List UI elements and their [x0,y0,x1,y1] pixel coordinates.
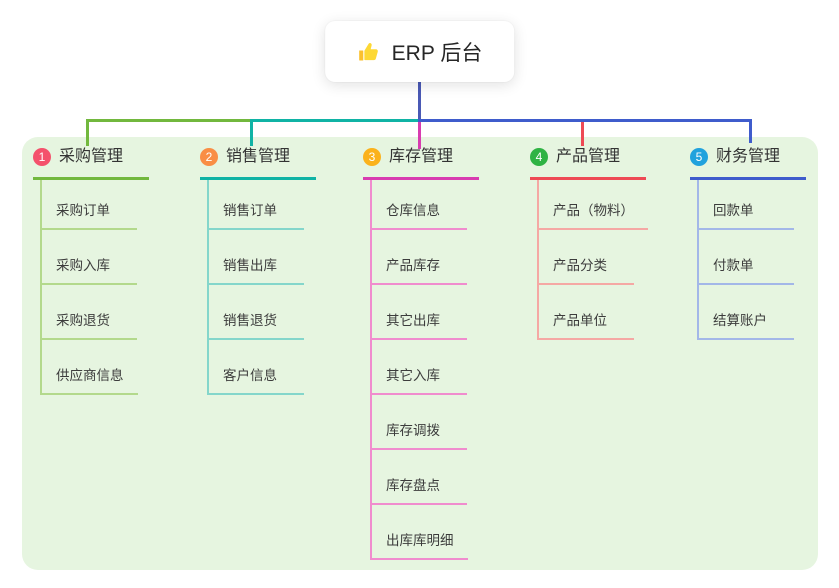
branch-product-header[interactable]: 4 产品管理 [530,146,646,180]
node-warehouse-info[interactable]: 仓库信息 [370,180,467,230]
badge-5: 5 [690,148,708,166]
node-product-stock[interactable]: 产品库存 [370,230,467,285]
node-purchase-return[interactable]: 采购退货 [40,285,137,340]
branch-product-children: 产品（物料） 产品分类 产品单位 [537,180,648,340]
branch-finance-label: 财务管理 [716,148,781,165]
node-receipt-bill[interactable]: 回款单 [697,180,794,230]
branch-finance-children: 回款单 付款单 结算账户 [697,180,806,340]
branch-sales-header[interactable]: 2 销售管理 [200,146,316,180]
node-purchase-order[interactable]: 采购订单 [40,180,137,230]
node-customer-info[interactable]: 客户信息 [207,340,304,395]
node-sales-outbound[interactable]: 销售出库 [207,230,304,285]
branch-finance-header[interactable]: 5 财务管理 [690,146,806,180]
node-sales-return[interactable]: 销售退货 [207,285,304,340]
node-product-material[interactable]: 产品（物料） [537,180,648,230]
connector-drop-finance [749,119,752,143]
branch-purchase: 1 采购管理 采购订单 采购入库 采购退货 供应商信息 [33,146,149,395]
branch-product: 4 产品管理 产品（物料） 产品分类 产品单位 [530,146,648,340]
branch-finance: 5 财务管理 回款单 付款单 结算账户 [690,146,806,340]
badge-2: 2 [200,148,218,166]
root-node-erp-backend[interactable]: ERP 后台 [324,21,515,82]
node-product-unit[interactable]: 产品单位 [537,285,634,340]
node-product-category[interactable]: 产品分类 [537,230,634,285]
branch-purchase-label: 采购管理 [59,148,124,165]
badge-3: 3 [363,148,381,166]
node-other-inbound[interactable]: 其它入库 [370,340,467,395]
branch-inventory: 3 库存管理 仓库信息 产品库存 其它出库 其它入库 库存调拨 库存盘点 出库库… [363,146,479,560]
branch-purchase-header[interactable]: 1 采购管理 [33,146,149,180]
connector-horizontal-green [86,119,253,122]
branch-inventory-label: 库存管理 [389,148,454,165]
node-supplier-info[interactable]: 供应商信息 [40,340,138,395]
branch-sales-children: 销售订单 销售出库 销售退货 客户信息 [207,180,316,395]
root-label: ERP 后台 [391,41,483,65]
badge-1: 1 [33,148,51,166]
connector-drop-product [581,122,584,146]
mindmap-panel [22,137,818,570]
node-payment-bill[interactable]: 付款单 [697,230,794,285]
connector-horizontal-teal [250,119,420,122]
badge-4: 4 [530,148,548,166]
node-settlement-account[interactable]: 结算账户 [697,285,794,340]
connector-horizontal-blue [418,119,752,122]
node-stock-transfer[interactable]: 库存调拨 [370,395,467,450]
thumbs-up-icon [358,42,378,60]
node-other-outbound[interactable]: 其它出库 [370,285,467,340]
node-purchase-inbound[interactable]: 采购入库 [40,230,137,285]
connector-drop-sales [250,119,253,146]
branch-product-label: 产品管理 [556,148,621,165]
branch-inventory-header[interactable]: 3 库存管理 [363,146,479,180]
connector-root-drop [418,82,421,122]
connector-drop-inventory [418,122,421,149]
connector-drop-purchase [86,119,89,146]
node-stock-taking[interactable]: 库存盘点 [370,450,467,505]
branch-purchase-children: 采购订单 采购入库 采购退货 供应商信息 [40,180,149,395]
branch-sales-label: 销售管理 [226,148,291,165]
node-sales-order[interactable]: 销售订单 [207,180,304,230]
branch-sales: 2 销售管理 销售订单 销售出库 销售退货 客户信息 [200,146,316,395]
branch-inventory-children: 仓库信息 产品库存 其它出库 其它入库 库存调拨 库存盘点 出库库明细 [370,180,479,560]
node-stock-detail[interactable]: 出库库明细 [370,505,468,560]
